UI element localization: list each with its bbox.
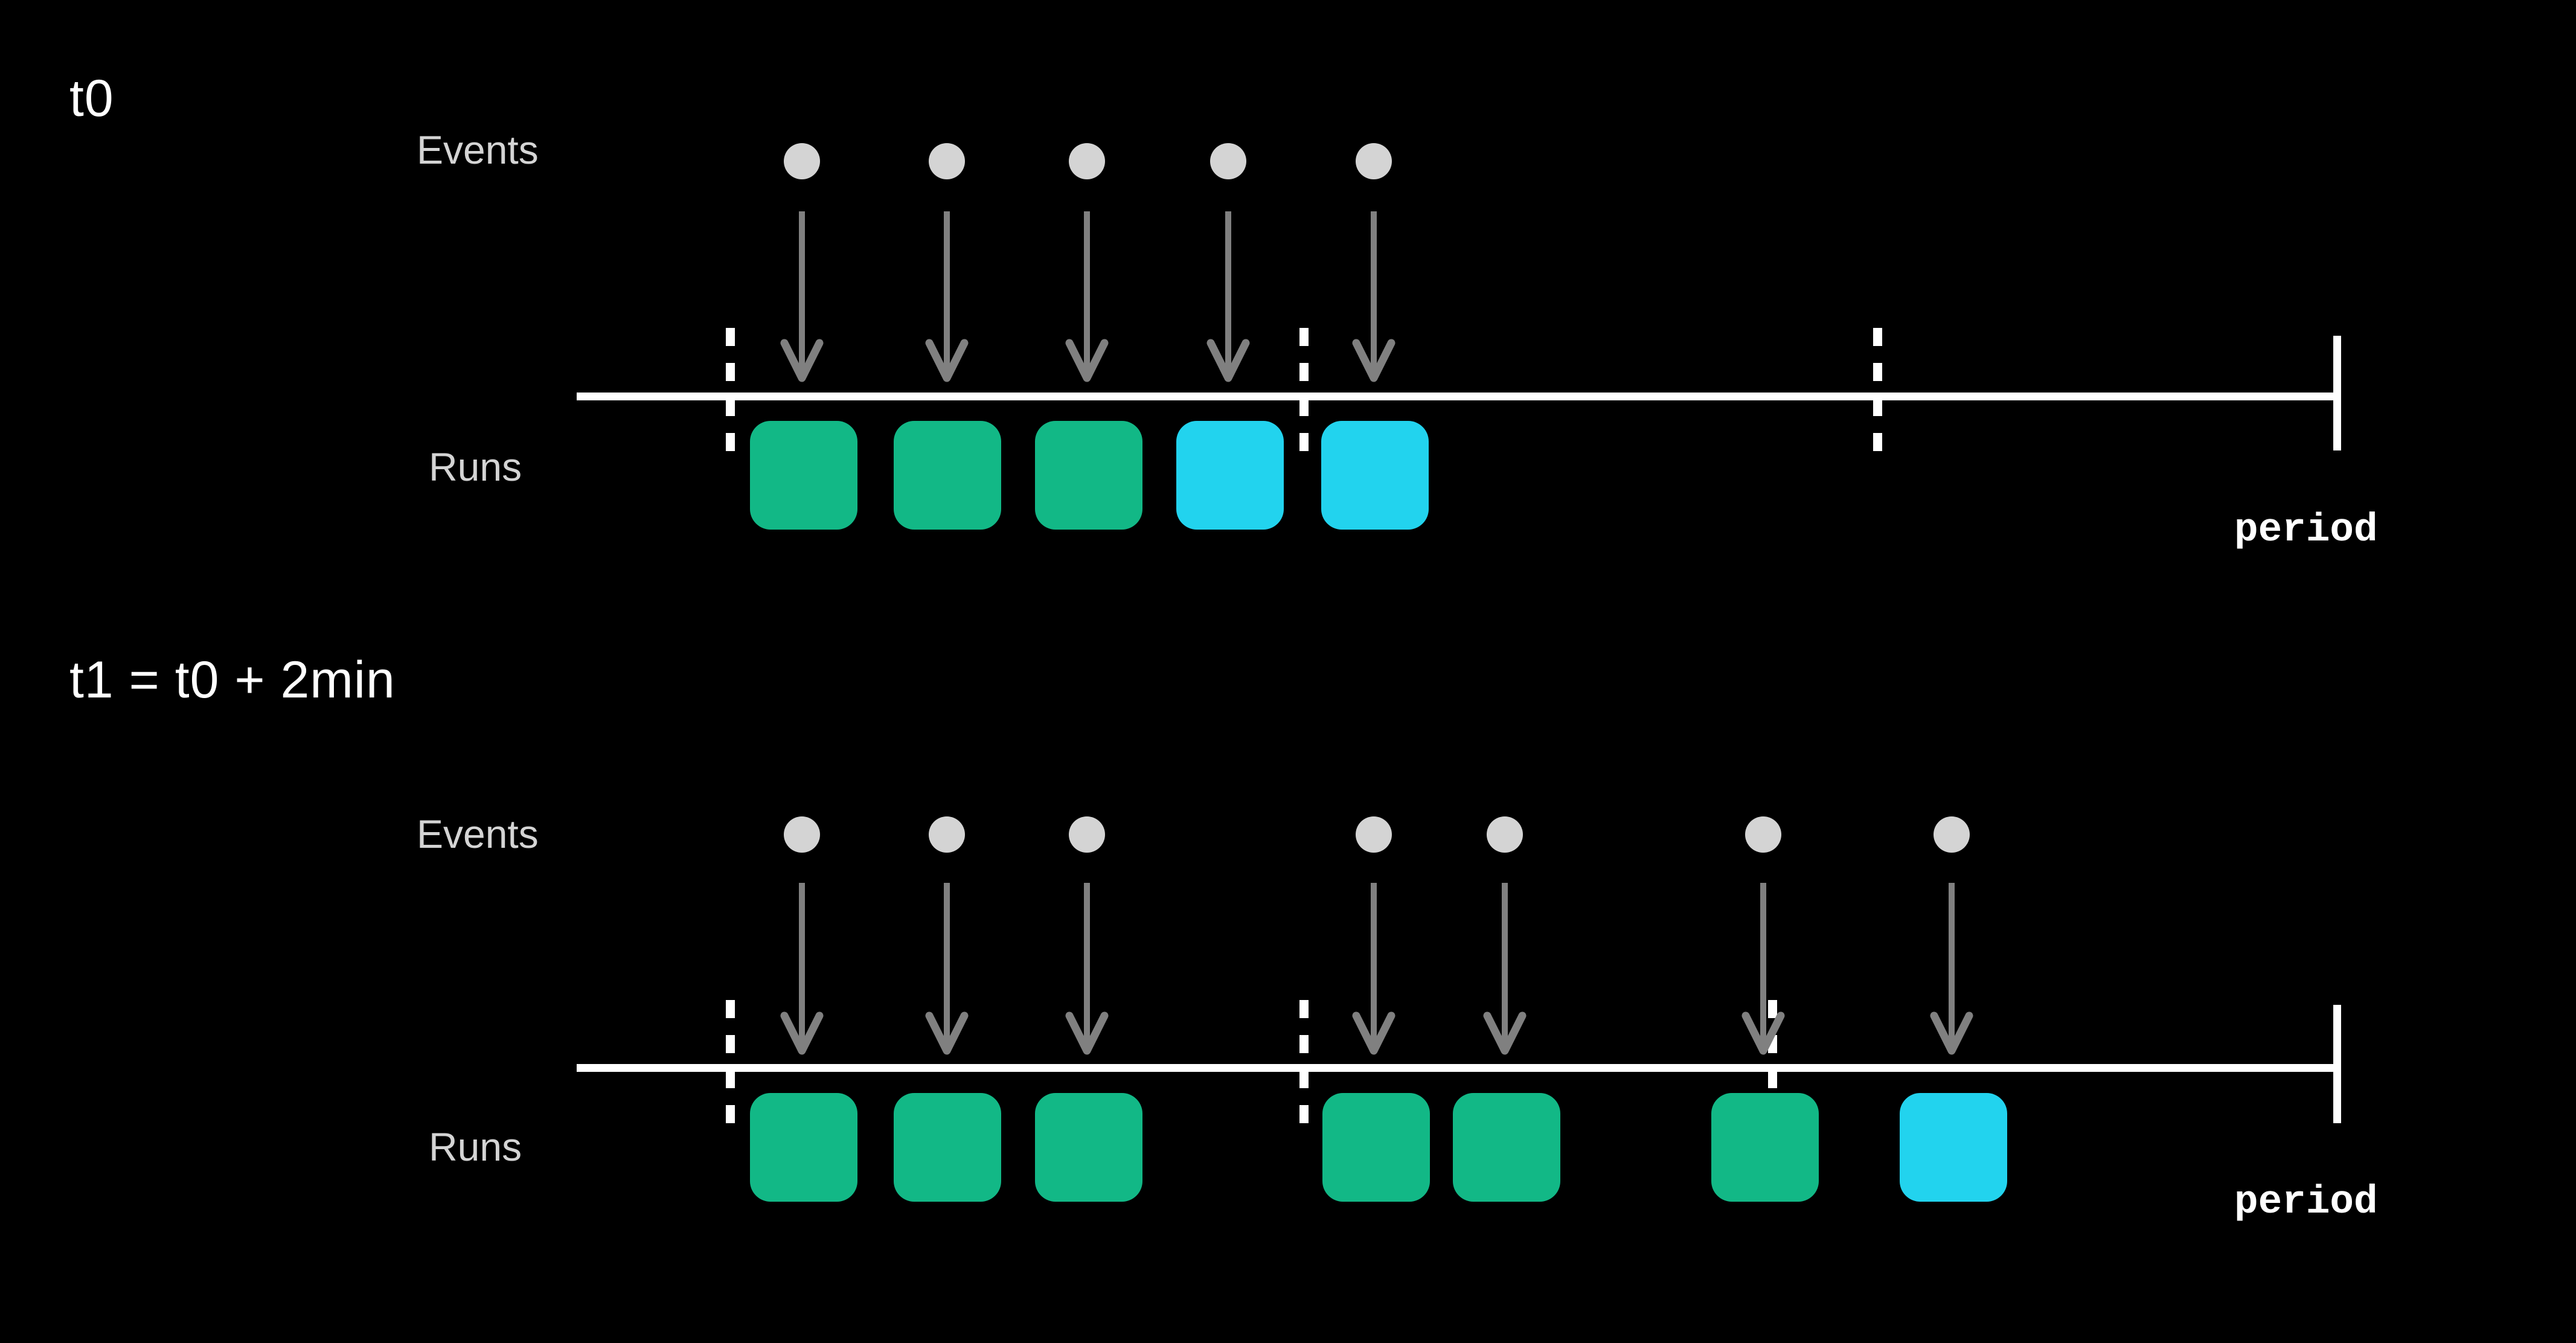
event-dot-t0-0 (784, 143, 820, 179)
event-arrow-t1-5 (1741, 883, 1785, 1055)
event-dot-t1-5 (1745, 816, 1781, 853)
event-arrow-t0-4 (1352, 211, 1395, 382)
timeline-axis-t1 (577, 1064, 2341, 1072)
event-arrow-t0-3 (1206, 211, 1250, 382)
timeline-axis-t0 (577, 393, 2341, 400)
run-box-t0-4 (1321, 421, 1429, 530)
event-arrow-t1-6 (1930, 883, 1973, 1055)
section-title-t1: t1 = t0 + 2min (69, 651, 396, 709)
event-dot-t1-1 (929, 816, 965, 853)
event-arrow-t0-1 (925, 211, 969, 382)
bucket-boundary-t1-0 (726, 1000, 735, 1130)
run-box-t1-0 (750, 1093, 857, 1202)
event-arrow-t1-4 (1483, 883, 1527, 1055)
run-box-t0-1 (894, 421, 1001, 530)
run-box-t1-3 (1322, 1093, 1430, 1202)
bucket-boundary-t0-0 (726, 328, 735, 458)
bucket-boundary-t1-1 (1299, 1000, 1309, 1130)
run-box-t0-3 (1176, 421, 1284, 530)
event-dot-t1-3 (1356, 816, 1392, 853)
events-lane-label-t1: Events (417, 812, 539, 856)
period-label-t1: period (2234, 1179, 2378, 1225)
section-title-t0: t0 (69, 69, 114, 127)
event-dot-t0-1 (929, 143, 965, 179)
event-dot-t0-4 (1356, 143, 1392, 179)
bucket-boundary-t0-1 (1299, 328, 1309, 458)
run-box-t1-6 (1900, 1093, 2007, 1202)
run-box-t1-1 (894, 1093, 1001, 1202)
bucket-boundary-t0-2 (1873, 328, 1882, 458)
event-arrow-t1-2 (1065, 883, 1109, 1055)
event-arrow-t0-0 (780, 211, 824, 382)
run-box-t1-4 (1453, 1093, 1560, 1202)
event-arrow-t0-2 (1065, 211, 1109, 382)
event-arrow-t1-1 (925, 883, 969, 1055)
event-dot-t1-4 (1487, 816, 1523, 853)
period-label-t0: period (2234, 507, 2378, 553)
event-dot-t1-0 (784, 816, 820, 853)
run-box-t1-2 (1035, 1093, 1142, 1202)
runs-lane-label-t1: Runs (429, 1124, 522, 1169)
event-dot-t0-3 (1210, 143, 1246, 179)
event-dot-t1-6 (1934, 816, 1970, 853)
run-box-t0-2 (1035, 421, 1142, 530)
event-dot-t1-2 (1069, 816, 1105, 853)
run-box-t1-5 (1711, 1093, 1819, 1202)
run-box-t0-0 (750, 421, 857, 530)
period-end-tick-t0 (2333, 336, 2341, 450)
event-arrow-t1-3 (1352, 883, 1395, 1055)
event-dot-t0-2 (1069, 143, 1105, 179)
period-end-tick-t1 (2333, 1005, 2341, 1123)
event-arrow-t1-0 (780, 883, 824, 1055)
runs-lane-label-t0: Runs (429, 444, 522, 489)
events-lane-label-t0: Events (417, 127, 539, 172)
